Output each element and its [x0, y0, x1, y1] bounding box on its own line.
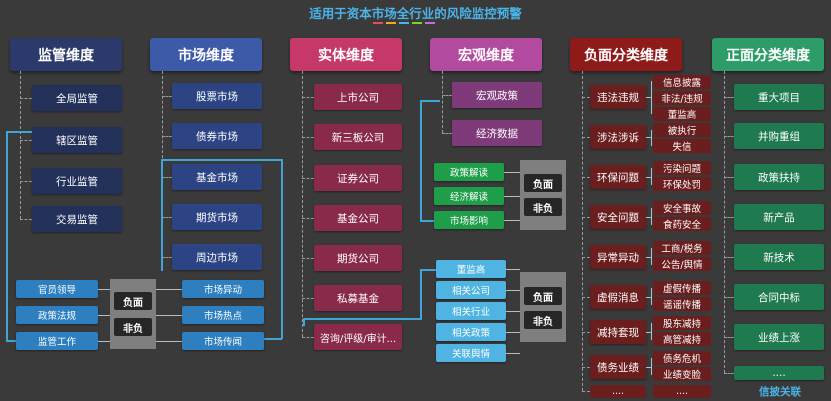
- negative-sub-discredit: 失信: [653, 139, 711, 153]
- negative-sub-illegal: 非法/违规: [653, 91, 711, 105]
- negative-group-environment: 环保问题: [590, 165, 646, 189]
- title-bar-2: [386, 22, 396, 24]
- positive-item-major-project: 重大项目: [734, 84, 824, 110]
- negative-group-debt: 债务业绩: [590, 355, 646, 379]
- negative-sub-rumor-spread: 谣谣传播: [653, 297, 711, 311]
- negative-sub-executives: 董监高: [653, 107, 711, 121]
- negative-sub-accident: 安全事故: [653, 201, 711, 215]
- page-title: 适用于资本市场全行业的风险监控预警: [309, 6, 522, 21]
- negative-group-violation: 违法违规: [590, 85, 646, 109]
- entity-item-private-equity: 私募基金: [314, 285, 402, 311]
- macro-item-policy: 宏观政策: [452, 82, 542, 108]
- regulation-item-trading: 交易监管: [32, 206, 122, 232]
- title-bar-1: [373, 22, 383, 24]
- reg-tag-policy: 政策法规: [16, 306, 98, 324]
- positive-item-new-product: 新产品: [734, 204, 824, 230]
- entity-tag-executives: 董监高: [436, 260, 506, 278]
- negative-more: ....: [590, 385, 646, 398]
- sentiment-box-entity: [520, 272, 566, 342]
- negative-group-cashout: 减持套现: [590, 320, 646, 344]
- non-negative-label-entity: 非负: [524, 311, 562, 329]
- entity-item-fund: 基金公司: [314, 205, 402, 231]
- positive-item-merger: 并购重组: [734, 123, 824, 149]
- sentiment-box-left: [110, 279, 156, 349]
- negative-label-macro: 负面: [524, 174, 562, 192]
- entity-tag-related-policy: 相关政策: [436, 323, 506, 341]
- market-tag-rumor: 市场传闻: [182, 332, 264, 350]
- market-header: 市场维度: [150, 38, 262, 71]
- title-bar-3: [399, 22, 409, 24]
- negative-sub-shareholder-reduce: 股东减持: [653, 316, 711, 330]
- negative-label-entity: 负面: [524, 287, 562, 305]
- negative-sub-food-drug: 食药安全: [653, 217, 711, 231]
- regulation-item-global: 全局监管: [32, 85, 122, 111]
- negative-sub-enforced: 被执行: [653, 123, 711, 137]
- entity-tag-related-industry: 相关行业: [436, 302, 506, 320]
- macro-tag-economic-interpretation: 经济解读: [434, 187, 504, 205]
- negative-sub-business-tax: 工商/税务: [653, 241, 711, 255]
- positive-header: 正面分类维度: [712, 38, 824, 71]
- reg-tag-officials: 官员领导: [16, 280, 98, 298]
- negative-sub-more: ....: [653, 385, 711, 398]
- entity-item-consulting: 咨询/评级/审计...: [314, 324, 402, 350]
- market-item-futures: 期货市场: [172, 204, 262, 230]
- negative-sub-pollution: 污染问题: [653, 161, 711, 175]
- entity-header: 实体维度: [290, 38, 402, 71]
- regulation-item-industry: 行业监管: [32, 168, 122, 194]
- negative-sub-disclosure: 信息披露: [653, 75, 711, 89]
- negative-header: 负面分类维度: [570, 38, 682, 71]
- regulation-item-region: 辖区监管: [32, 127, 122, 153]
- macro-item-economic-data: 经济数据: [452, 120, 542, 146]
- entity-connector: [302, 71, 303, 337]
- macro-tag-market-impact: 市场影响: [434, 211, 504, 229]
- disclosure-link-label: 信披关联: [759, 386, 801, 398]
- non-negative-label-macro: 非负: [524, 198, 562, 216]
- negative-connector: [582, 71, 583, 391]
- positive-item-more: ....: [734, 366, 824, 380]
- negative-sub-executive-reduce: 高管减持: [653, 332, 711, 346]
- negative-label-left: 负面: [114, 292, 152, 310]
- negative-group-anomaly: 异常异动: [590, 245, 646, 269]
- entity-item-listed: 上市公司: [314, 84, 402, 110]
- title-bar-5: [425, 22, 435, 24]
- entity-item-securities: 证券公司: [314, 165, 402, 191]
- negative-sub-debt-crisis: 债务危机: [653, 351, 711, 365]
- negative-sub-announcement: 公告/舆情: [653, 257, 711, 271]
- market-tag-hotspot: 市场热点: [182, 306, 264, 324]
- title-bar-4: [412, 22, 422, 24]
- market-item-stock: 股票市场: [172, 83, 262, 109]
- macro-tag-policy-interpretation: 政策解读: [434, 163, 504, 181]
- positive-item-contract-win: 合同中标: [734, 284, 824, 310]
- entity-tag-related-company: 相关公司: [436, 281, 506, 299]
- negative-sub-false-spread: 虚假传播: [653, 281, 711, 295]
- reg-tag-work: 监管工作: [16, 332, 98, 350]
- entity-item-futures: 期货公司: [314, 245, 402, 271]
- negative-sub-env-penalty: 环保处罚: [653, 177, 711, 191]
- sentiment-box-macro: [520, 160, 566, 230]
- macro-header: 宏观维度: [430, 38, 542, 71]
- positive-item-new-tech: 新技术: [734, 244, 824, 270]
- regulation-connector: [20, 71, 21, 219]
- market-tag-anomaly: 市场异动: [182, 280, 264, 298]
- positive-connector: [724, 71, 725, 373]
- macro-connector: [442, 71, 443, 133]
- negative-group-litigation: 涉法涉诉: [590, 125, 646, 149]
- non-negative-label-left: 非负: [114, 318, 152, 336]
- market-item-peripheral: 周边市场: [172, 244, 262, 270]
- negative-group-false-news: 虚假消息: [590, 285, 646, 309]
- market-item-bond: 债券市场: [172, 123, 262, 149]
- positive-item-performance-up: 业绩上涨: [734, 324, 824, 350]
- entity-tag-related-sentiment: 关联舆情: [436, 344, 506, 362]
- market-item-fund: 基金市场: [172, 164, 262, 190]
- regulation-header: 监管维度: [10, 38, 122, 71]
- negative-group-safety: 安全问题: [590, 205, 646, 229]
- negative-sub-performance-drop: 业绩变脸: [653, 367, 711, 381]
- entity-item-neeq: 新三板公司: [314, 124, 402, 150]
- positive-item-policy-support: 政策扶持: [734, 164, 824, 190]
